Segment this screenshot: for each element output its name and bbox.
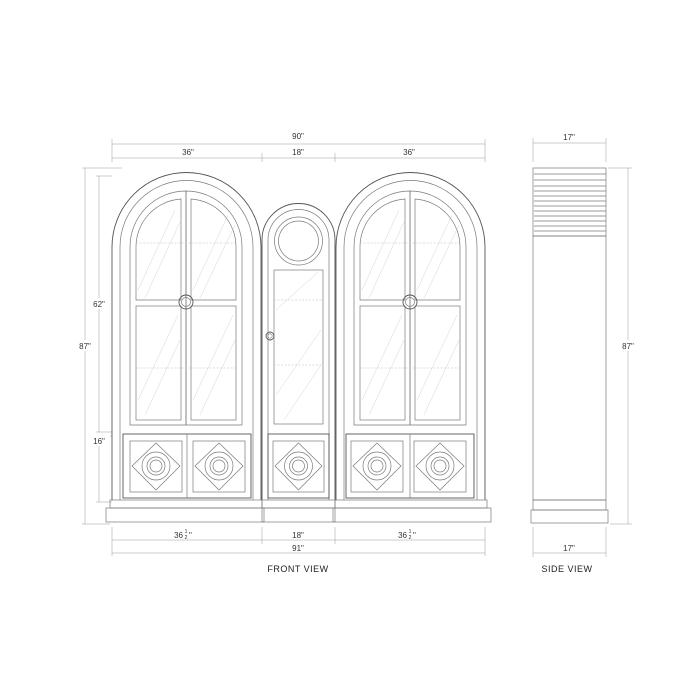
lower-height-label: 16" [93, 437, 105, 446]
side-view-label: SIDE VIEW [541, 564, 592, 574]
right-fraction-numerator: 1 [409, 529, 412, 535]
right-cabinet-width-top-label: 36" [403, 148, 415, 157]
left-fraction-denominator: 2 [185, 535, 188, 541]
left-cabinet-width-top-label: 36" [182, 148, 194, 157]
left-cabinet [105, 172, 265, 523]
overall-width-top-label: 90" [292, 132, 304, 141]
right-fraction-denominator: 2 [409, 535, 412, 541]
side-crown-moulding [534, 173, 606, 232]
overall-height-label: 87" [79, 342, 91, 351]
side-height-label: 87" [622, 342, 634, 351]
front-bottom-dimensions: 36 1 2 " 18" 36 1 2 " 91" [111, 527, 486, 556]
front-height-dimensions: 87" 62" 16" [74, 167, 122, 525]
center-cabinet-width-top-label: 18" [292, 148, 304, 157]
side-view: 17" 87" 17" [530, 133, 639, 557]
right-inch-mark: " [413, 531, 416, 540]
front-view-label: FRONT VIEW [267, 564, 328, 574]
side-depth-bottom-label: 17" [563, 544, 575, 553]
center-cabinet-glass-reflections [275, 271, 322, 421]
overall-width-bottom-label: 91" [292, 544, 304, 553]
left-inch-mark: " [189, 531, 192, 540]
front-top-dimensions: 90" 36" 18" 36" [111, 132, 486, 162]
right-cabinet-glass-reflections [361, 209, 460, 416]
side-depth-top-label: 17" [563, 133, 575, 142]
left-cabinet-width-bottom-label: 36 [174, 531, 183, 540]
left-cabinet-glass-reflections [137, 209, 236, 416]
right-cabinet [332, 172, 492, 523]
upper-height-label: 62" [93, 300, 105, 309]
center-cabinet [261, 203, 336, 523]
center-cabinet-width-bottom-label: 18" [292, 531, 304, 540]
left-fraction-numerator: 1 [185, 529, 188, 535]
right-cabinet-width-bottom-label: 36 [398, 531, 407, 540]
